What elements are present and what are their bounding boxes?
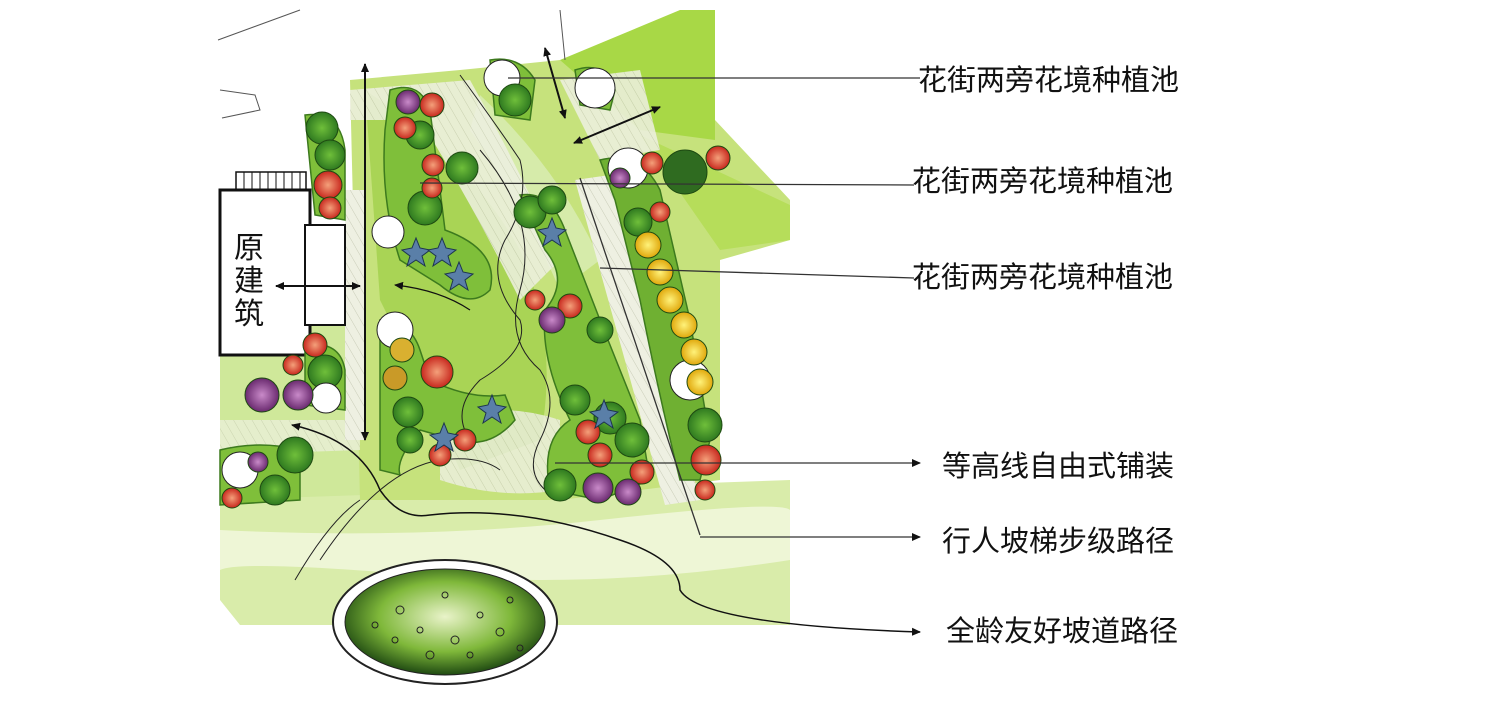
callout-flower-pool-2: 花街两旁花境种植池 bbox=[912, 164, 1174, 198]
building-label-char: 筑 bbox=[234, 297, 264, 332]
building-label-char: 原 bbox=[234, 231, 264, 266]
callout-ramp-path: 全龄友好坡道路径 bbox=[946, 614, 1179, 648]
callout-flower-pool-1: 花街两旁花境种植池 bbox=[918, 63, 1180, 97]
building-label-char: 建 bbox=[234, 264, 264, 299]
ramp-path-line bbox=[291, 422, 921, 636]
circular-garden-pool bbox=[332, 559, 558, 685]
callout-stair-path: 行人坡梯步级路径 bbox=[942, 524, 1175, 558]
callout-contour-paving: 等高线自由式铺装 bbox=[942, 449, 1175, 483]
building-label: 原 建 筑 bbox=[229, 232, 269, 331]
callout-leaders bbox=[419, 77, 921, 541]
direction-arrows bbox=[275, 47, 661, 441]
ramp-path-back bbox=[394, 281, 471, 311]
callout-flower-pool-3: 花街两旁花境种植池 bbox=[912, 260, 1174, 294]
plant-symbols bbox=[221, 59, 731, 509]
existing-building bbox=[217, 9, 566, 357]
